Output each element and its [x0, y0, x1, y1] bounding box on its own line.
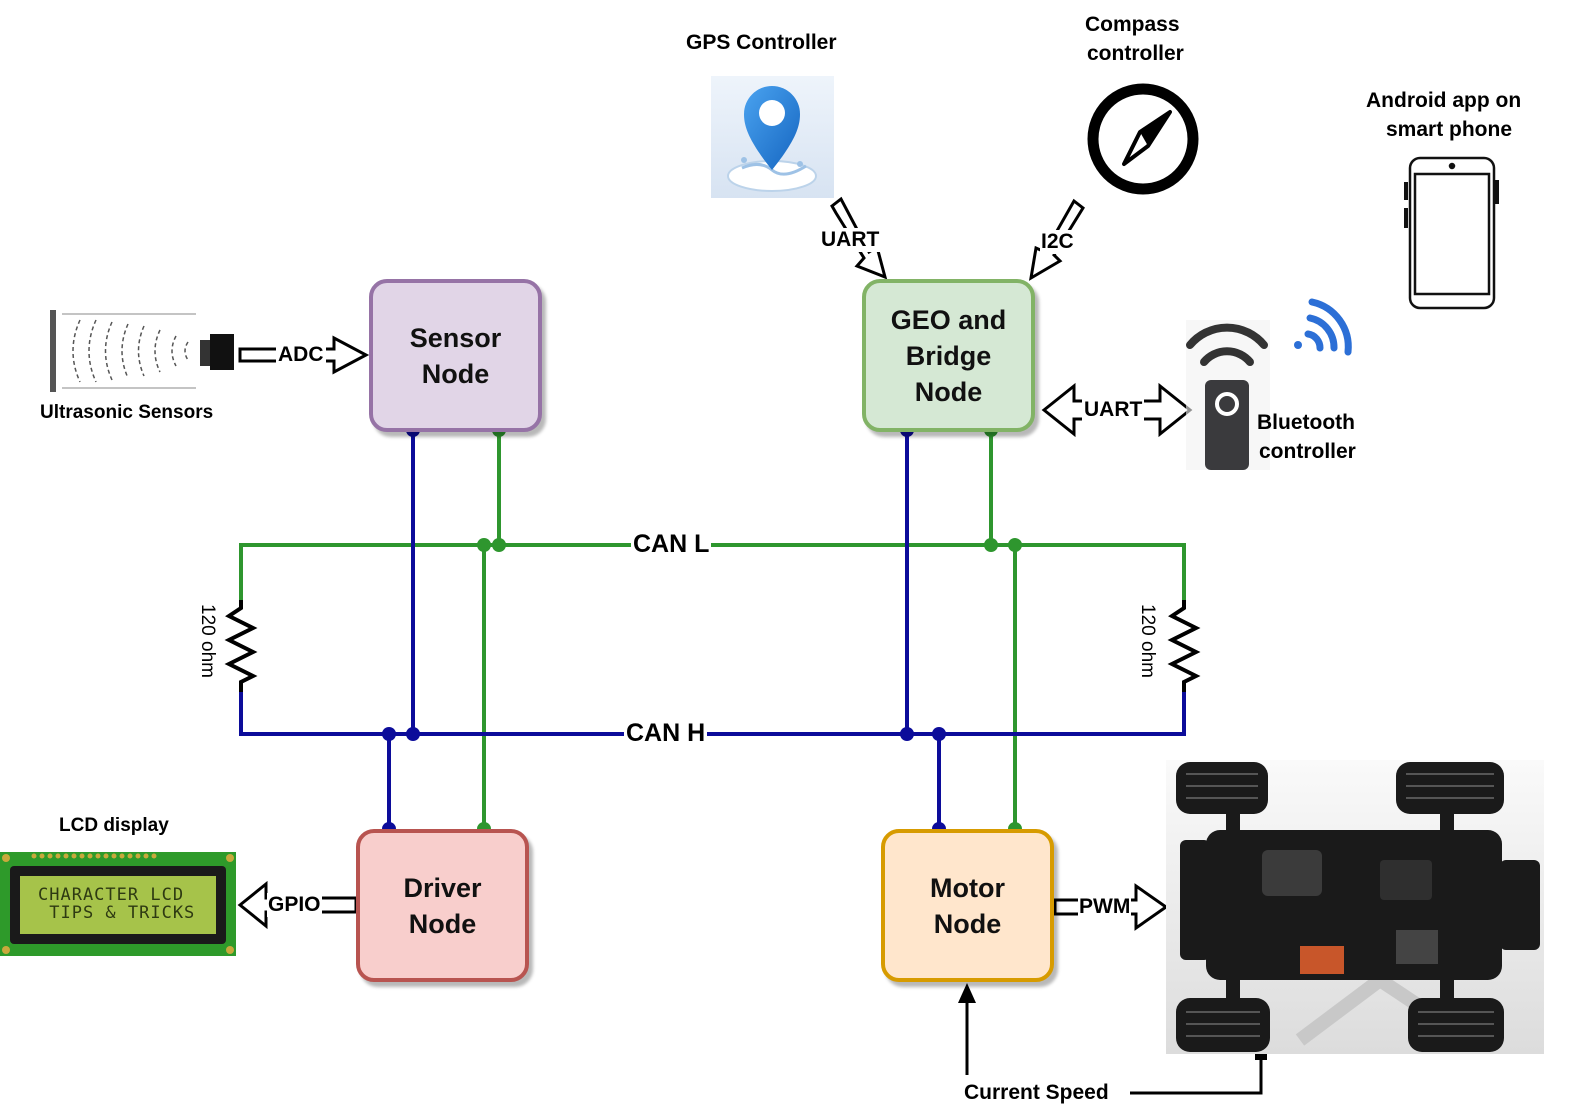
- motor-node: Motor Node: [881, 829, 1054, 982]
- can-h-label: CAN H: [624, 719, 708, 747]
- pwm-label: PWM: [1078, 895, 1132, 919]
- ultrasonic-sensor-icon: [50, 310, 234, 392]
- lcd-screen-line2: TIPS & TRICKS: [38, 903, 196, 923]
- geo-bridge-node: GEO and Bridge Node: [862, 279, 1035, 432]
- lcd-screen-text: CHARACTER LCD TIPS & TRICKS: [38, 886, 195, 922]
- junction-dots: [382, 423, 1022, 836]
- gps-controller-label: GPS Controller: [686, 31, 837, 54]
- bluetooth-label-line2: controller: [1259, 440, 1356, 463]
- motor-node-label: Motor Node: [930, 872, 1005, 939]
- driver-node-label: Driver Node: [403, 872, 482, 939]
- can-h-wires: [239, 432, 1186, 829]
- can-l-wires: [239, 432, 1186, 829]
- ultrasonic-label: Ultrasonic Sensors: [40, 402, 214, 423]
- driver-node: Driver Node: [356, 829, 529, 982]
- bluetooth-label-line1: Bluetooth: [1257, 411, 1355, 434]
- current-speed-arrowhead: [958, 983, 976, 1003]
- smartphone-icon: [1404, 156, 1499, 310]
- current-speed-label: Current Speed: [964, 1081, 1109, 1105]
- resistor-right-label: 120 ohm: [1136, 604, 1158, 678]
- car-output-connector: [1255, 1052, 1267, 1060]
- android-label-line1: Android app on: [1366, 89, 1522, 112]
- compass-icon: [1087, 83, 1199, 195]
- adc-label: ADC: [276, 343, 326, 367]
- wireless-signal-icon: [1294, 298, 1352, 356]
- compass-label-line1: Compass: [1085, 13, 1180, 36]
- geo-bridge-node-label: GEO and Bridge Node: [890, 304, 1007, 407]
- i2c-label: I2C: [1040, 230, 1075, 254]
- resistor-right-symbol: [1167, 600, 1201, 692]
- current-speed-line: [965, 1000, 1263, 1095]
- resistor-left-label: 120 ohm: [196, 604, 218, 678]
- lcd-display-label: LCD display: [59, 815, 169, 836]
- lcd-module-icon: [0, 852, 236, 956]
- uart-gps-label: UART: [820, 228, 881, 252]
- bluetooth-remote-icon: [1186, 320, 1270, 470]
- resistor-left-symbol: [224, 600, 258, 692]
- lcd-screen-line1: CHARACTER LCD: [38, 885, 185, 905]
- uart-bt-label: UART: [1082, 398, 1145, 422]
- gpio-label: GPIO: [267, 893, 322, 917]
- rc-car-image: [1166, 760, 1544, 1054]
- compass-label-line2: controller: [1087, 42, 1184, 65]
- can-l-label: CAN L: [631, 530, 712, 558]
- sensor-node: Sensor Node: [369, 279, 542, 432]
- sensor-node-label: Sensor Node: [409, 322, 502, 389]
- gps-map-pin-icon: [711, 76, 834, 198]
- android-label-line2: smart phone: [1386, 118, 1513, 141]
